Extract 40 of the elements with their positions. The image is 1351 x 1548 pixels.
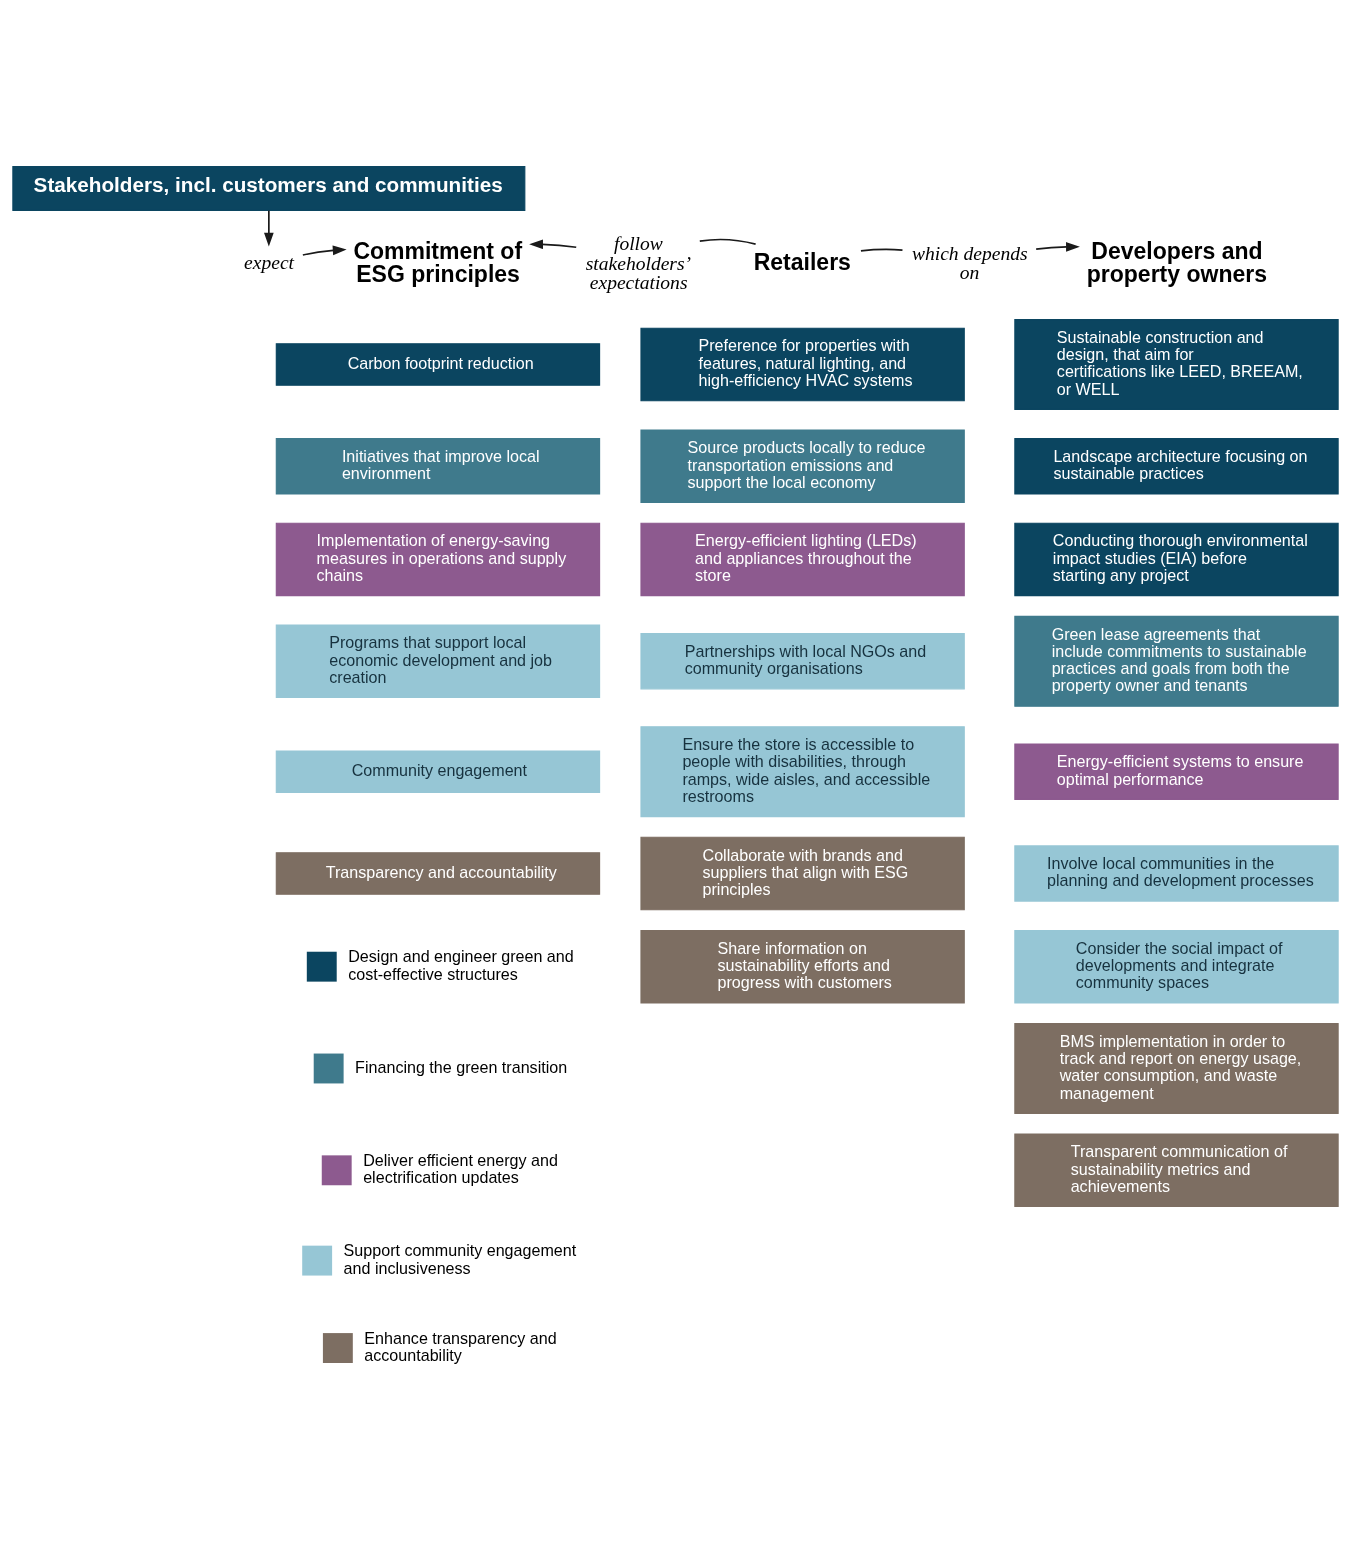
node-box: Implementation of energy-saving measures in operations and supply chains <box>275 522 601 597</box>
node-box: Programs that support local economic development and job creation <box>275 624 601 699</box>
node-box: Consider the social impact of developments and integrate community spaces <box>1014 929 1339 1004</box>
node-box: BMS implementation in order to track and report on energy usage, water consumption, and waste management <box>1014 1023 1339 1114</box>
connector <box>698 238 757 246</box>
connector <box>860 248 904 252</box>
node-box: Energy-efficient systems to ensure optimal performance <box>1014 743 1339 800</box>
legend-label: Enhance transparency and accountability <box>364 1328 557 1364</box>
node-text: expect <box>244 251 295 273</box>
node-box: Energy-efficient lighting (LEDs) and appliances throughout the store <box>640 522 965 597</box>
node-box: Stakeholders, incl. customers and communities <box>12 166 526 211</box>
node-box: Transparency and accountability <box>275 852 601 895</box>
node-text: Retailers <box>753 248 851 275</box>
node-box: Initiatives that improve local environment <box>275 438 601 495</box>
node-text: Developers and property owners <box>1086 238 1267 288</box>
legend-label: Deliver efficient energy and electrification updates <box>363 1150 558 1187</box>
arrow <box>1035 242 1080 252</box>
node-box: Collaborate with brands and suppliers that align with ESG principles <box>640 836 965 911</box>
node-box: Landscape architecture focusing on sustainable practices <box>1014 438 1339 495</box>
legend-label: Design and engineer green and cost-effective structures <box>348 947 574 983</box>
node-text: Commitment of ESG principles <box>353 238 523 288</box>
arrow <box>302 245 347 256</box>
legend-label: Support community engagement and inclusiveness <box>343 1241 577 1277</box>
node-box: Sustainable construction and design, that aim for certifications like LEED, BREEAM, or WELL <box>1014 319 1339 410</box>
node-box: Conducting thorough environmental impact studies (EIA) before starting any project <box>1014 522 1339 597</box>
node-box: Partnerships with local NGOs and community organisations <box>640 633 965 690</box>
node-box: Source products locally to reduce transportation emissions and support the local economy <box>640 429 965 504</box>
node-box: Preference for properties with features, natural lighting, and high-efficiency HVAC systems <box>640 327 965 402</box>
node-box: Transparent communication of sustainability metrics and achievements <box>1014 1133 1339 1208</box>
node-box: Carbon footprint reduction <box>275 343 601 386</box>
legend-label: Financing the green transition <box>355 1057 568 1076</box>
node-text: follow stakeholders’ expectations <box>585 233 692 294</box>
node-box: Share information on sustainability efforts and progress with customers <box>640 929 965 1004</box>
node-text: which depends on <box>911 242 1028 284</box>
node-box: Ensure the store is accessible to people with disabilities, through ramps, wide aisles, and accessible restrooms <box>640 726 965 818</box>
arrow <box>529 239 578 250</box>
arrow <box>264 209 274 247</box>
node-box: Community engagement <box>275 750 601 793</box>
node-box: Involve local communities in the planning and development processes <box>1014 845 1339 902</box>
node-box: Green lease agreements that include commitments to sustainable practices and goals from both the property owner and tenants <box>1014 615 1339 707</box>
